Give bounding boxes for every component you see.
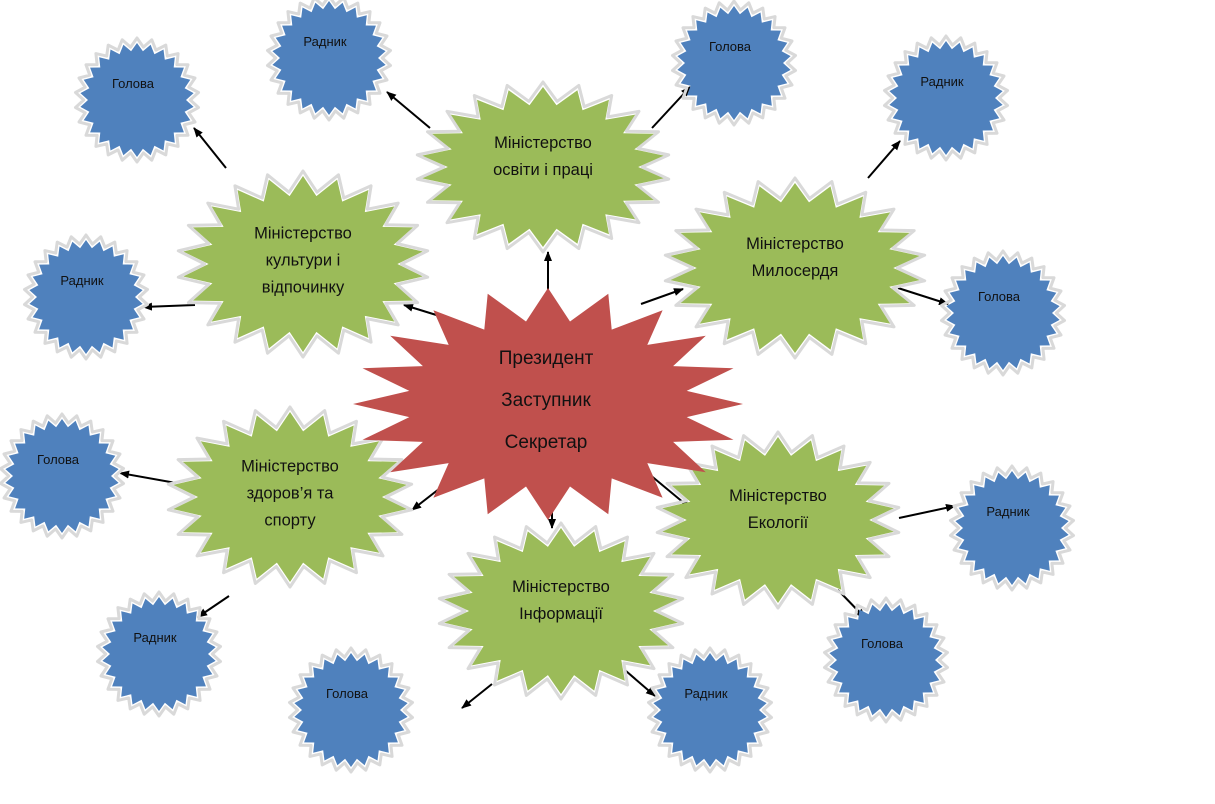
person-node-informatsii-holova (294, 653, 408, 767)
person-node-kultury-radnyk (29, 240, 143, 354)
person-node-osvity-radnyk (272, 1, 386, 115)
person-node-zdorovia-radnyk-glow (96, 590, 222, 718)
person-node-zdorovia-holova (5, 419, 119, 533)
person-node-ekolohii-radnyk-glow (949, 464, 1075, 592)
ministry-node-zdorovia-glow (166, 405, 414, 589)
arrow-osvity-to-osvity-radnyk (386, 91, 431, 129)
person-node-informatsii-radnyk-glow (647, 646, 773, 774)
person-node-ekolohii-radnyk (955, 471, 1069, 585)
arrow-ekolohii-to-ekolohii-radnyk (898, 503, 956, 519)
ministry-node-myloserdia-glow (663, 176, 927, 360)
person-node-osvity-holova (677, 6, 791, 120)
arrow-myloserdia-to-myloserdia-radnyk (867, 140, 901, 179)
person-node-myloserdia-holova-glow (940, 249, 1066, 377)
person-node-osvity-radnyk-glow (266, 0, 392, 122)
ministry-node-ekolohii-glow (655, 430, 901, 610)
person-node-informatsii-holova-glow (288, 646, 414, 774)
person-node-osvity-holova-glow (671, 0, 797, 127)
ministry-node-myloserdia (670, 183, 920, 353)
ministry-node-informatsii-glow (437, 521, 685, 701)
ministry-node-informatsii (444, 528, 678, 694)
arrow-zdorovia-to-zdorovia-radnyk (197, 595, 230, 618)
ministry-node-osvity (422, 87, 664, 247)
ministry-node-ekolohii (662, 437, 894, 603)
person-node-kultury-radnyk-glow (23, 233, 149, 361)
person-node-myloserdia-radnyk (889, 41, 1003, 155)
arrow-zdorovia-to-zdorovia-holova (119, 470, 177, 484)
arrow-center-to-myloserdia (640, 288, 684, 305)
arrows-layer (119, 86, 956, 709)
person-node-informatsii-radnyk (653, 653, 767, 767)
person-node-myloserdia-radnyk-glow (883, 34, 1009, 162)
person-node-zdorovia-holova-glow (0, 412, 125, 540)
person-node-kultury-holova (80, 43, 194, 157)
center-node (353, 288, 743, 520)
ministry-node-kultury (183, 176, 423, 352)
ministry-node-osvity-glow (415, 80, 671, 254)
shapes-layer (0, 0, 1075, 774)
person-node-kultury-holova-glow (74, 36, 200, 164)
person-node-ekolohii-holova (829, 603, 943, 717)
arrow-myloserdia-to-myloserdia-holova (897, 287, 949, 306)
arrow-informatsii-to-informatsii-radnyk (625, 670, 656, 697)
ministry-node-kultury-glow (176, 169, 430, 359)
person-node-zdorovia-radnyk (102, 597, 216, 711)
arrow-kultury-to-kultury-holova (193, 127, 227, 169)
arrow-informatsii-to-informatsii-holova (461, 683, 493, 709)
arrow-kultury-to-kultury-radnyk (142, 302, 196, 311)
ministry-node-zdorovia (173, 412, 407, 582)
person-node-myloserdia-holova (946, 256, 1060, 370)
person-node-ekolohii-holova-glow (823, 596, 949, 724)
